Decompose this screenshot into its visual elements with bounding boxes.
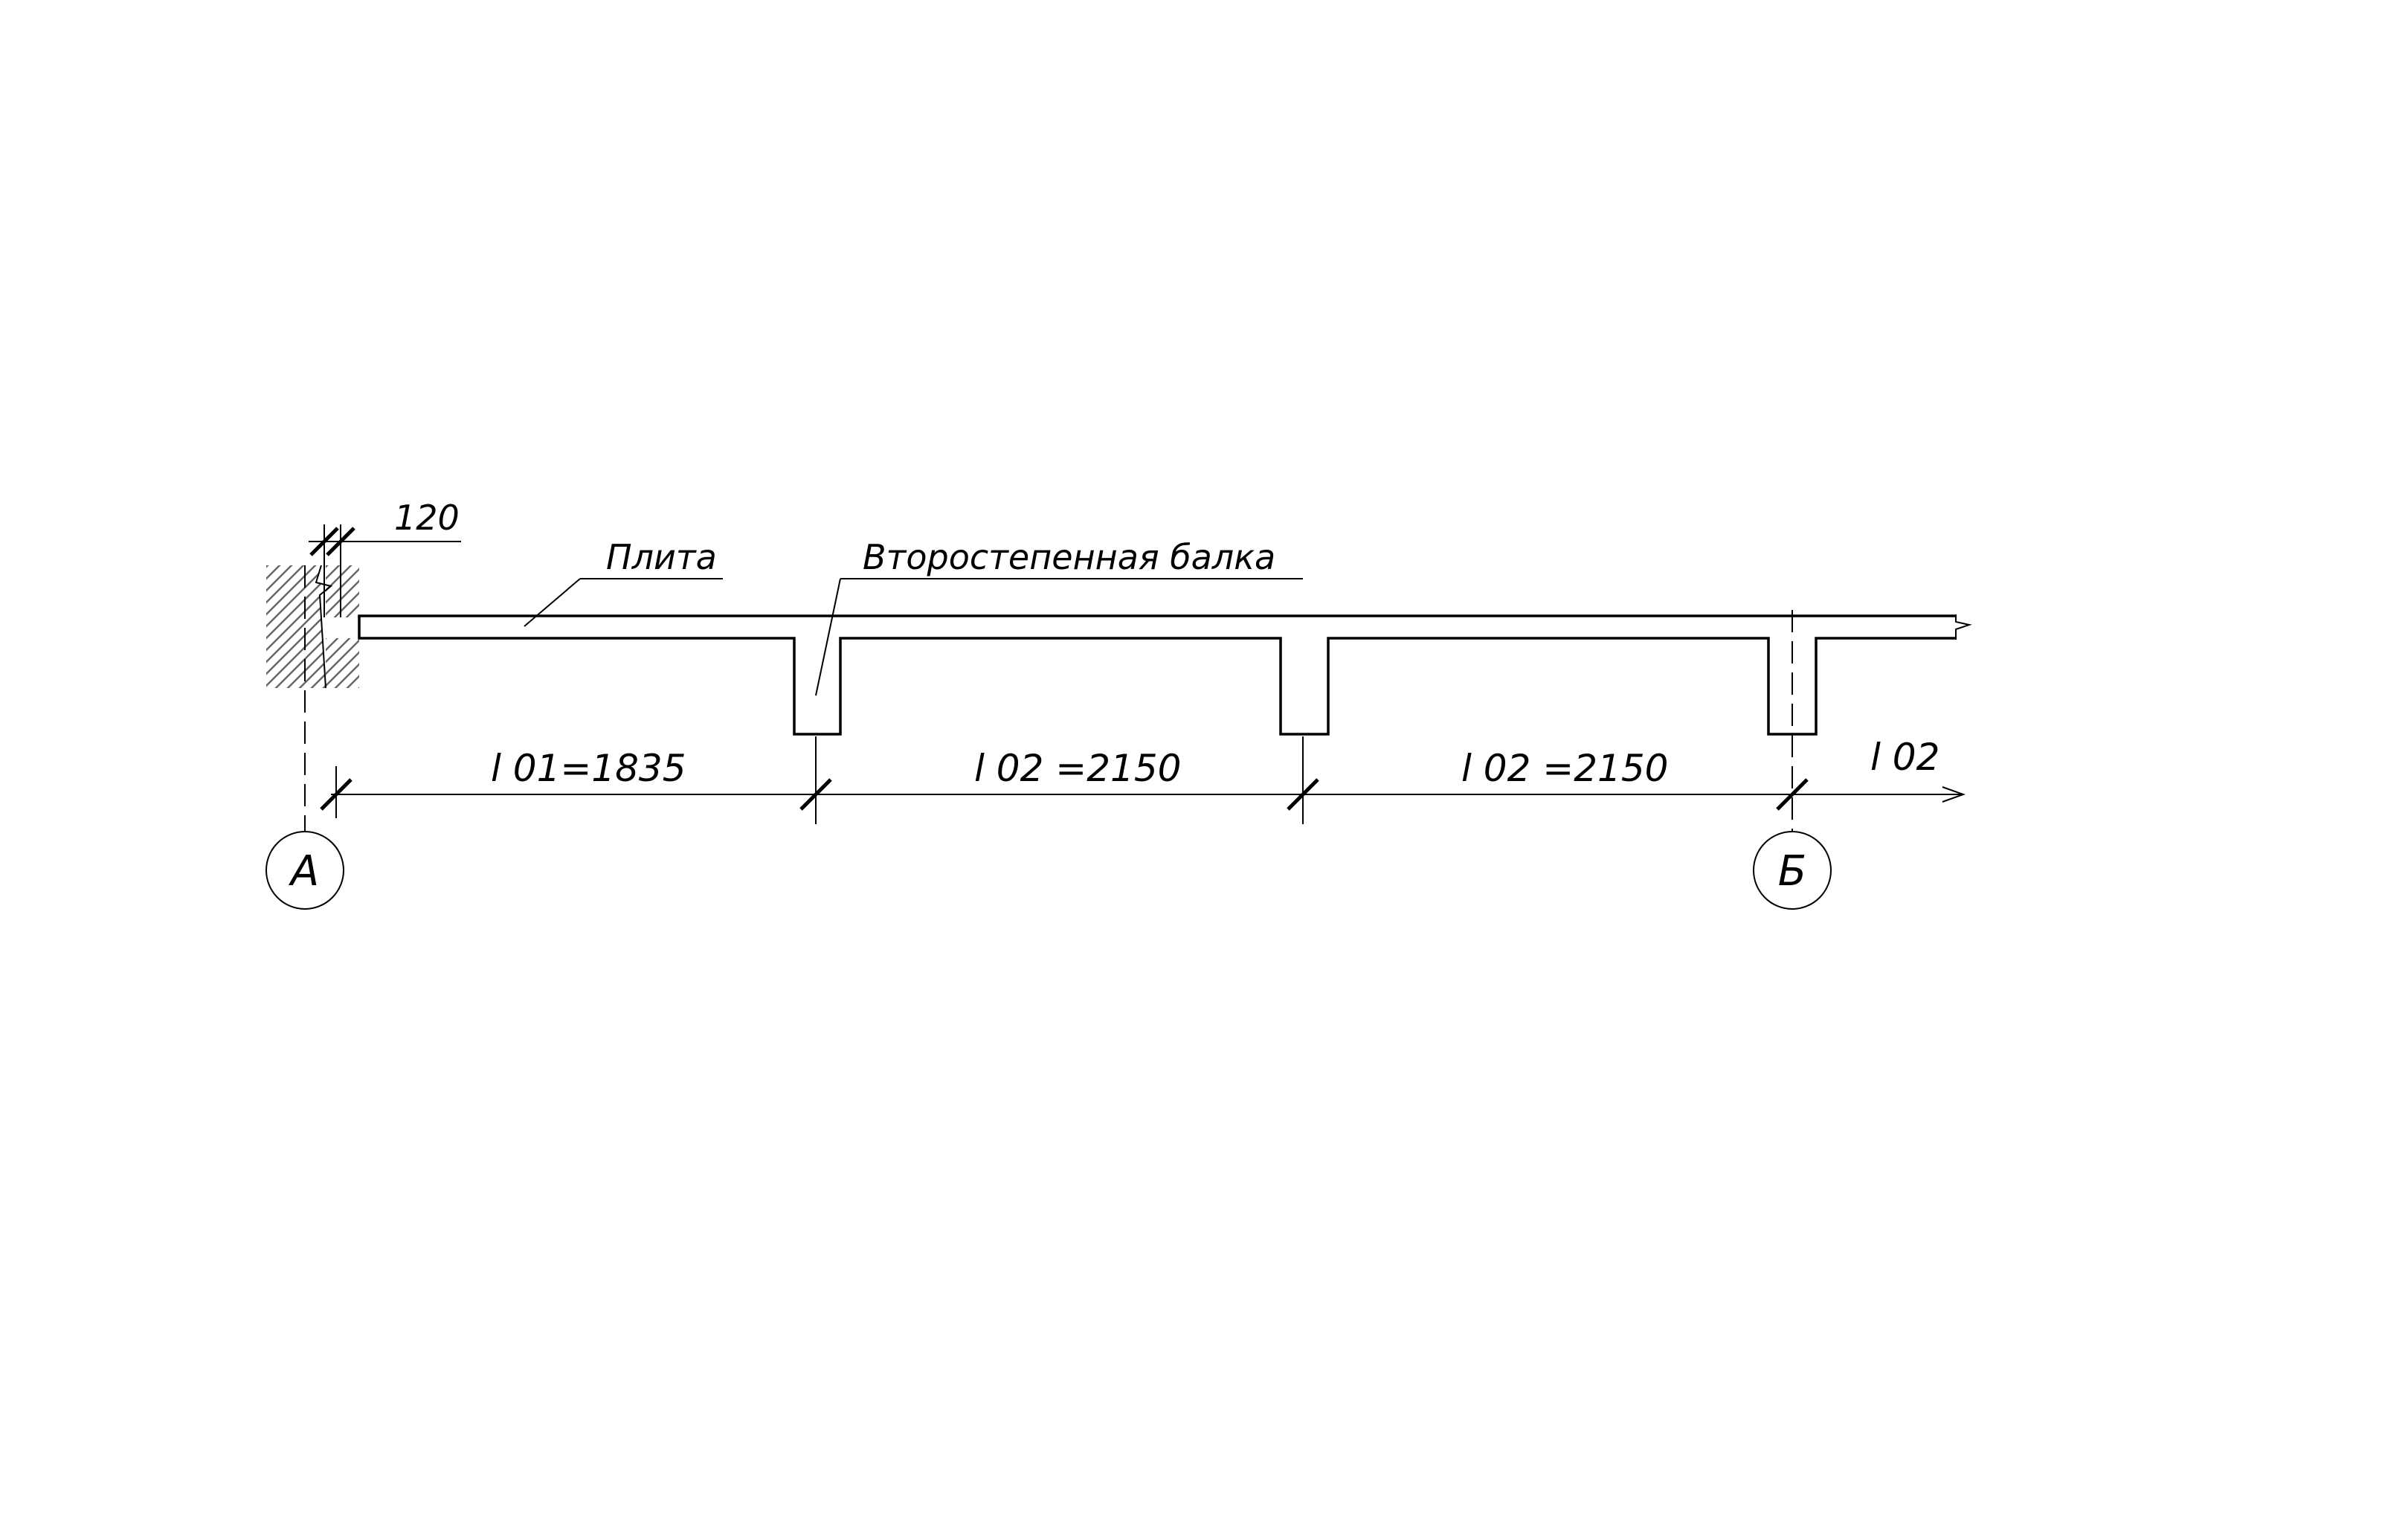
span-1-label: l 01=1835: [491, 747, 686, 790]
dim-arrow: [1942, 786, 1966, 803]
wall-thickness-dimension: 120: [309, 498, 461, 617]
axis-marker-a-circle: [265, 831, 344, 910]
slab-label: Плита: [606, 537, 717, 577]
axis-a-label: А: [289, 847, 319, 896]
slab-leader-line: [524, 578, 581, 627]
axis-marker-b-circle: [1753, 831, 1832, 910]
span-next-label: l 02: [1870, 736, 1939, 779]
span-3-label: l 02 =2150: [1461, 747, 1668, 790]
dim-tick-1: [320, 778, 352, 811]
dim-tick-4: [1776, 778, 1809, 811]
secondary-beam-label: Второстепенная балка: [863, 537, 1275, 577]
wall-hatch-lower: [326, 638, 359, 688]
secondary-beam-callout: Второстепенная балка: [815, 537, 1303, 696]
wall-break-line: [315, 565, 333, 689]
wall-dim-tick-2: [326, 527, 355, 556]
axis-marker-a: А: [265, 831, 344, 910]
span-2-label: l 02 =2150: [974, 747, 1181, 790]
slab-break-line: [1955, 614, 1972, 640]
axis-marker-b: Б: [1753, 831, 1832, 910]
wall-hatch-left: [266, 565, 331, 688]
wall-hatch-right: [326, 565, 359, 617]
dim-tick-3: [1287, 778, 1319, 811]
axis-b-label: Б: [1778, 847, 1806, 896]
slab-callout: Плита: [524, 537, 723, 627]
wall-dim-tick-1: [309, 527, 339, 556]
span-dimensions: l 01=1835 l 02 =2150 l 02 =2150 l 02: [320, 736, 1966, 824]
slab-outline: [358, 614, 1956, 736]
beam-leader-line: [815, 578, 841, 696]
wall-thickness-label: 120: [394, 498, 460, 538]
dim-tick-2: [799, 778, 832, 811]
wall: [266, 565, 359, 689]
